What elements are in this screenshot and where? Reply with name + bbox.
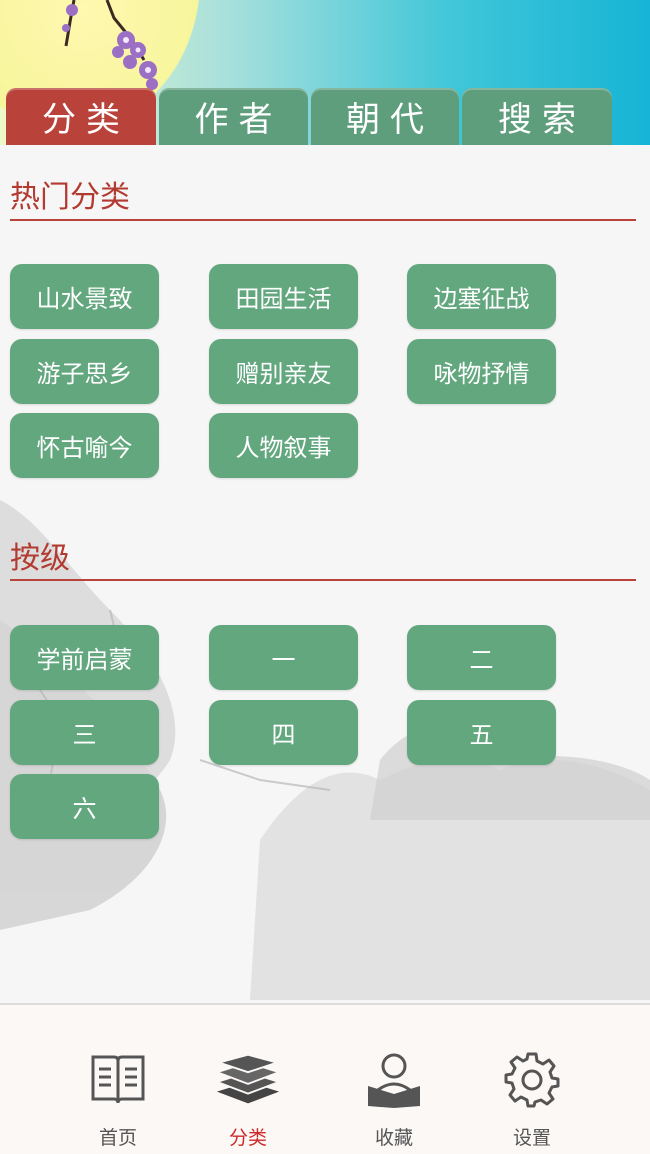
- nav-item-category[interactable]: 分类: [188, 1005, 308, 1154]
- tab-author[interactable]: 作者: [159, 88, 308, 145]
- nav-label: 设置: [512, 1127, 551, 1149]
- header-banner: 分类 作者 朝代 搜索: [0, 0, 650, 145]
- section-title-popular: 热门分类: [10, 180, 130, 215]
- section-divider: [10, 219, 636, 221]
- grade-chip[interactable]: 二: [407, 625, 556, 690]
- category-chip[interactable]: 边塞征战: [407, 264, 556, 329]
- nav-label: 收藏: [374, 1127, 413, 1149]
- category-chip[interactable]: 山水景致: [10, 264, 159, 329]
- category-chip[interactable]: 赠别亲友: [209, 339, 358, 404]
- bottom-nav: 首页 分类 收藏: [0, 1003, 650, 1154]
- grade-chip[interactable]: 五: [407, 700, 556, 765]
- category-chip[interactable]: 人物叙事: [209, 413, 358, 478]
- grade-chip[interactable]: 四: [209, 700, 358, 765]
- nav-item-favorites[interactable]: 收藏: [334, 1005, 454, 1154]
- section-divider: [10, 579, 636, 581]
- grade-chip[interactable]: 一: [209, 625, 358, 690]
- tab-search[interactable]: 搜索: [462, 88, 612, 145]
- books-stack-icon: [213, 1045, 283, 1115]
- book-icon: [83, 1045, 153, 1115]
- nav-label: 分类: [228, 1127, 267, 1149]
- nav-label: 首页: [98, 1127, 137, 1149]
- tab-bar: 分类 作者 朝代 搜索: [0, 88, 650, 145]
- section-title-grade: 按级: [10, 541, 70, 576]
- nav-item-home[interactable]: 首页: [58, 1005, 178, 1154]
- category-chip[interactable]: 田园生活: [209, 264, 358, 329]
- category-chip[interactable]: 怀古喻今: [10, 413, 159, 478]
- nav-item-settings[interactable]: 设置: [472, 1005, 592, 1154]
- category-chip[interactable]: 咏物抒情: [407, 339, 556, 404]
- tab-dynasty[interactable]: 朝代: [311, 88, 459, 145]
- reader-icon: [359, 1045, 429, 1115]
- gear-icon: [497, 1045, 567, 1115]
- grade-chip[interactable]: 三: [10, 700, 159, 765]
- tab-category[interactable]: 分类: [6, 88, 156, 145]
- grade-chip[interactable]: 六: [10, 774, 159, 839]
- grade-chip[interactable]: 学前启蒙: [10, 625, 159, 690]
- category-chip[interactable]: 游子思乡: [10, 339, 159, 404]
- plum-blossom-decoration: [62, 0, 158, 90]
